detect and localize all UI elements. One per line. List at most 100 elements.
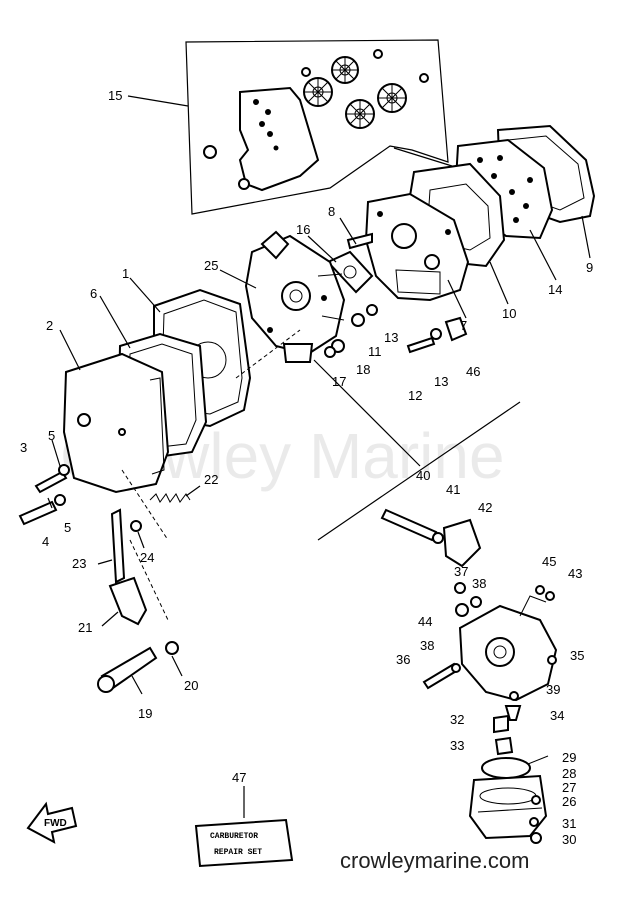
part-38b: [451, 663, 461, 673]
screw-43: [545, 591, 555, 601]
callout-14: 14: [548, 282, 562, 297]
washer-45: [535, 585, 545, 595]
callout-33: 33: [450, 738, 464, 753]
callout-21: 21: [78, 620, 92, 635]
callout-39: 39: [546, 682, 560, 697]
callout-36: 36: [396, 652, 410, 667]
callout-6: 6: [90, 286, 97, 301]
callout-37: 37: [454, 564, 468, 579]
washer-13b: [430, 328, 442, 340]
callout-1: 1: [122, 266, 129, 281]
jet-32: [493, 714, 509, 734]
callout-8: 8: [328, 204, 335, 219]
screw-3: [34, 470, 68, 494]
repair-kit-47: CARBURETOR REPAIR SET: [194, 786, 294, 868]
callout-15: 15: [108, 88, 122, 103]
callout-22: 22: [204, 472, 218, 487]
callout-26: 26: [562, 794, 576, 809]
washer-17: [324, 346, 336, 358]
callout-13a: 13: [384, 330, 398, 345]
washer-13a: [366, 304, 378, 316]
washer-41: [432, 532, 444, 544]
washer-11: [351, 313, 365, 327]
kit-label-line1: CARBURETOR: [210, 832, 258, 841]
callout-27: 27: [562, 780, 576, 795]
diaphragm-flower-3: [377, 83, 407, 113]
fwd-arrow: FWD: [26, 801, 78, 844]
jet-33: [494, 736, 514, 756]
callout-19: 19: [138, 706, 152, 721]
washer-5b: [54, 494, 66, 506]
callout-45: 45: [542, 554, 556, 569]
part-30: [530, 832, 542, 844]
callout-5a: 5: [48, 428, 55, 443]
screw-12: [406, 336, 436, 354]
callout-31: 31: [562, 816, 576, 831]
lever-21: [108, 576, 148, 626]
pump-body-7: [364, 192, 470, 302]
screw-4: [18, 500, 58, 526]
part-38a: [470, 596, 482, 608]
nut-20: [165, 641, 179, 655]
callout-16: 16: [296, 222, 310, 237]
washer-5a: [58, 464, 70, 476]
callout-23: 23: [72, 556, 86, 571]
callout-30: 30: [562, 832, 576, 847]
callout-17: 17: [332, 374, 346, 389]
callout-42: 42: [478, 500, 492, 515]
callout-18a: 18: [356, 362, 370, 377]
bracket-42: [442, 518, 482, 568]
screw-8: [346, 232, 373, 250]
callout-24: 24: [140, 550, 154, 565]
rod-23: [110, 508, 126, 584]
callout-38a: 38: [472, 576, 486, 591]
clip-24: [130, 520, 142, 532]
part-31: [529, 817, 539, 827]
callout-3: 3: [20, 440, 27, 455]
callout-47: 47: [232, 770, 246, 785]
callout-35: 35: [570, 648, 584, 663]
callout-10: 10: [502, 306, 516, 321]
callout-28: 28: [562, 766, 576, 781]
callout-46: 46: [466, 364, 480, 379]
diaphragm-flower-1: [303, 77, 333, 107]
cover-2: [62, 352, 170, 494]
callout-20: 20: [184, 678, 198, 693]
spring-22: [149, 493, 191, 503]
callout-43: 43: [568, 566, 582, 581]
callout-25: 25: [204, 258, 218, 273]
leader-lines: [47, 95, 591, 695]
part-44: [455, 603, 469, 617]
site-footer: crowleymarine.com: [340, 848, 530, 873]
callout-44: 44: [418, 614, 432, 629]
callout-labels: 15 9 14 10 7 8 16 25 1 6 2 13 11 18 17 1…: [20, 88, 593, 847]
callout-11: 11: [368, 344, 382, 359]
kit-label-line2: REPAIR SET: [214, 848, 262, 857]
callout-12: 12: [408, 388, 422, 403]
screw-35: [547, 655, 557, 665]
callout-41: 41: [446, 482, 460, 497]
pin-29: [527, 755, 549, 765]
fitting-46: [444, 316, 468, 342]
callout-7: 7: [460, 318, 467, 333]
callout-34: 34: [550, 708, 564, 723]
fwd-label: FWD: [44, 818, 67, 829]
callout-13b: 13: [434, 374, 448, 389]
diaphragm-flower-2: [331, 56, 359, 84]
callout-9: 9: [586, 260, 593, 275]
callout-2: 2: [46, 318, 53, 333]
callout-5b: 5: [64, 520, 71, 535]
part-26: [531, 795, 541, 805]
part-37: [454, 582, 466, 594]
callout-38b: 38: [420, 638, 434, 653]
part-39: [509, 691, 519, 701]
callout-32: 32: [450, 712, 464, 727]
diaphragm-flower-4: [345, 99, 375, 129]
callout-29: 29: [562, 750, 576, 765]
screw-40: [380, 508, 438, 542]
carburetor-25: [244, 230, 346, 363]
gasket-16: [326, 250, 374, 294]
carburetor-body-lower: [458, 595, 558, 702]
part-15-inset: [185, 39, 449, 215]
